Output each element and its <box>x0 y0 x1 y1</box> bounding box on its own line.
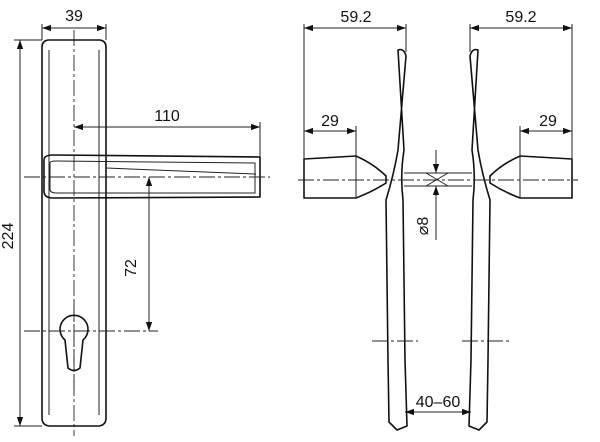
dim-label-neck-left: 29 <box>321 113 339 130</box>
left-rose <box>303 155 387 199</box>
lever-handle-edge <box>105 167 257 175</box>
dim-label-center-distance: 72 <box>123 259 140 277</box>
dim-label-rose-left: 59.2 <box>340 9 371 26</box>
front-view: 39 110 224 72 <box>0 8 270 436</box>
dim-label-door-thickness: 40–60 <box>416 394 461 411</box>
dim-label-neck-right: 29 <box>539 113 557 130</box>
dim-label-plate-height: 224 <box>0 223 17 250</box>
side-view: 59.2 59.2 29 29 ⌀8 40–60 <box>298 9 578 431</box>
right-rose <box>489 155 573 199</box>
left-plate-profile <box>385 48 408 431</box>
dim-label-spindle: ⌀8 <box>415 217 432 236</box>
right-plate-profile <box>468 48 491 431</box>
dim-label-plate-width: 39 <box>65 8 83 25</box>
lever-handle-inner <box>49 160 256 194</box>
dim-label-rose-right: 59.2 <box>505 9 536 26</box>
lever-handle-outline <box>43 154 261 199</box>
dim-label-handle-length: 110 <box>154 108 180 125</box>
back-plate-outline <box>41 39 107 427</box>
